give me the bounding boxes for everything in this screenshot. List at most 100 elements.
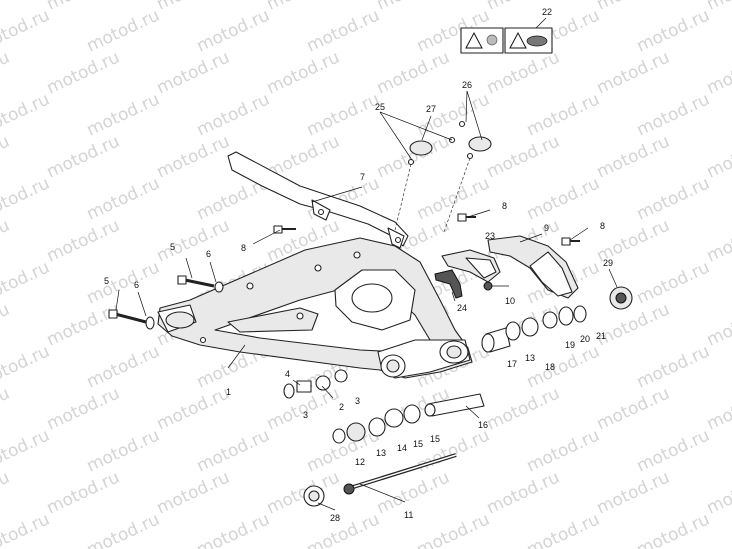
callout-11: 11 [404, 510, 413, 520]
callout-4: 4 [285, 369, 290, 379]
watermark-text: motod.ru [154, 383, 233, 434]
watermark-text: motod.ru [414, 89, 493, 140]
pivot-shaft [343, 453, 457, 495]
callout-1: 1 [226, 387, 231, 397]
pivot-bearings-lower [332, 404, 421, 444]
watermark-text: motod.ru [634, 509, 713, 549]
watermark-text: motod.ru [704, 215, 732, 266]
callout-21: 21 [596, 331, 606, 341]
watermark-text: motod.ru [594, 131, 673, 182]
callout-6b: 6 [134, 280, 139, 290]
covers [407, 120, 492, 166]
pivot-bearings-left [283, 369, 348, 399]
watermark-text: motod.ru [194, 89, 273, 140]
spacer-tube [424, 393, 485, 417]
watermark-text: motod.ru [44, 0, 123, 15]
watermark-text: motod.ru [44, 131, 123, 182]
watermark-text: motod.ru [84, 425, 163, 476]
callout-15: 15 [413, 439, 423, 449]
watermark-text: motod.ru [634, 341, 713, 392]
callout-16: 16 [478, 420, 488, 430]
callout-9: 9 [544, 223, 549, 233]
watermark-text: motod.ru [304, 5, 383, 56]
screw-slider [457, 213, 476, 222]
callout-23: 23 [485, 231, 495, 241]
watermark-text: motod.ru [0, 467, 13, 518]
watermark-text: motod.ru [84, 89, 163, 140]
watermark-text: motod.ru [484, 467, 563, 518]
leader-lines [115, 17, 618, 511]
callout-2: 2 [339, 402, 344, 412]
watermark-text: motod.ru [414, 509, 493, 549]
callouts: 1 2 3 3 4 5 5 6 6 7 8 8 8 9 10 11 12 13 … [104, 7, 613, 523]
watermark-text: motod.ru [414, 173, 493, 224]
watermark-text: motod.ru [304, 509, 383, 549]
watermark-text: motod.ru [414, 425, 493, 476]
watermark-text: motod.ru [304, 89, 383, 140]
bolt-left [108, 309, 155, 330]
callout-5b: 5 [104, 276, 109, 286]
watermark-text: motod.ru [154, 47, 233, 98]
watermark-text: motod.ru [634, 5, 713, 56]
callout-22: 22 [542, 7, 552, 17]
callout-24: 24 [457, 303, 467, 313]
watermark-text: motod.ru [0, 173, 53, 224]
watermark-text: motod.ru [704, 0, 732, 15]
callout-27: 27 [426, 104, 436, 114]
watermark-text: motod.ru [594, 467, 673, 518]
watermark-text: motod.ru [264, 467, 343, 518]
watermark-text: motod.ru [594, 383, 673, 434]
chain-guide [441, 249, 501, 283]
watermark-text: motod.ru [194, 5, 273, 56]
screw-guard [273, 225, 296, 234]
chain-guard [227, 151, 409, 249]
watermark-text: motod.ru [524, 425, 603, 476]
callout-29: 29 [603, 258, 613, 268]
watermark-text: motod.ru [0, 89, 53, 140]
pivot-nut [303, 485, 325, 507]
watermark-text: motod.ru [484, 47, 563, 98]
watermark-text: motod.ru [634, 425, 713, 476]
watermark-text: motod.ru [0, 425, 53, 476]
callout-8b: 8 [502, 201, 507, 211]
watermark-text: motod.ru [0, 257, 53, 308]
watermark-text: motod.ru [154, 467, 233, 518]
callout-6: 6 [206, 249, 211, 259]
callout-5: 5 [170, 242, 175, 252]
alignment-lines [394, 157, 471, 233]
watermark-text: motod.ru [44, 47, 123, 98]
callout-18: 18 [545, 362, 555, 372]
callout-3: 3 [355, 396, 360, 406]
watermark-text: motod.ru [704, 47, 732, 98]
drive-sprocket-nut [609, 286, 633, 310]
callout-10: 10 [505, 296, 515, 306]
watermark-text: motod.ru [84, 173, 163, 224]
watermark-text: motod.ru [0, 299, 13, 350]
watermark-text: motod.ru [524, 341, 603, 392]
warning-labels [460, 27, 553, 54]
watermark-text: motod.ru [154, 0, 233, 15]
watermark-text: motod.ru [44, 299, 123, 350]
watermark-text: motod.ru [704, 467, 732, 518]
watermark-text: motod.ru [84, 257, 163, 308]
callout-28: 28 [330, 513, 340, 523]
watermark-text: motod.ru [374, 47, 453, 98]
callout-12: 12 [355, 457, 365, 467]
watermark-text: motod.ru [44, 383, 123, 434]
watermark-text: motod.ru [44, 215, 123, 266]
watermark-text: motod.ru [0, 47, 13, 98]
watermark-text: motod.ru [634, 89, 713, 140]
watermark-text: motod.ru [0, 341, 53, 392]
watermark-text: motod.ru [484, 131, 563, 182]
watermark-text: motod.ru [484, 383, 563, 434]
callout-8: 8 [241, 243, 246, 253]
callout-7: 7 [360, 172, 365, 182]
watermark-text: motod.ru [194, 425, 273, 476]
watermark-text: motod.ru [594, 0, 673, 15]
watermark-text: motod.ru [0, 131, 13, 182]
screw-slider-right [561, 237, 580, 246]
watermark-text: motod.ru [524, 509, 603, 549]
watermark-text: motod.ru [0, 5, 53, 56]
